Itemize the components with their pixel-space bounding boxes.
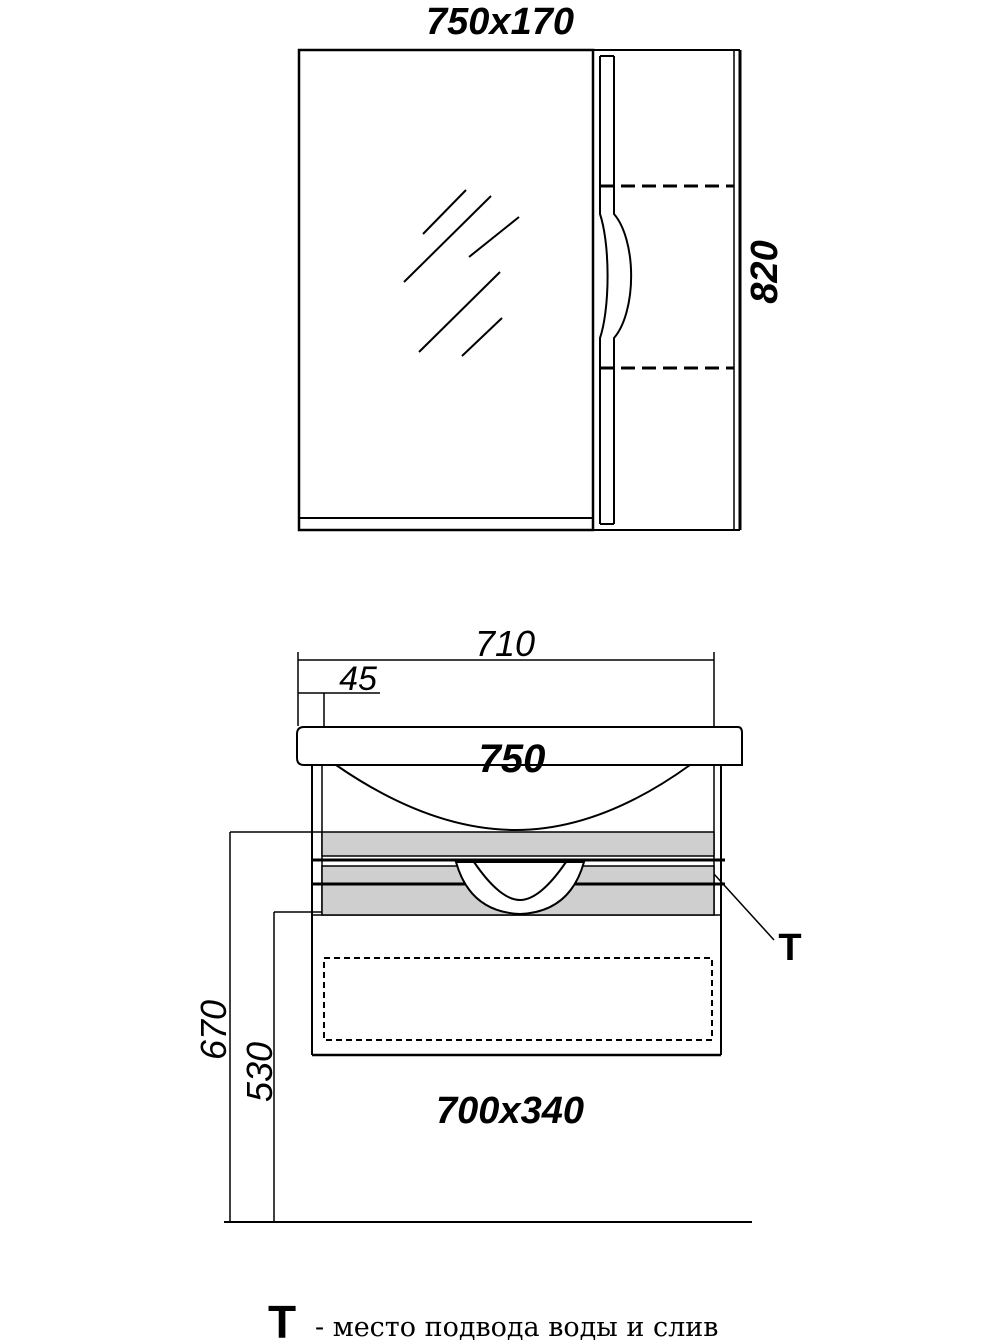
- height-bottom-label: 530: [239, 1042, 280, 1102]
- marker-leader: [713, 873, 775, 941]
- mirror-reflection-lines: [403, 189, 520, 357]
- cabinet-size-label: 700x340: [436, 1090, 584, 1132]
- mirror-cabinet: 750x170 820: [297, 1, 786, 532]
- legend-text: - место подвода воды и слив: [315, 1312, 718, 1340]
- mirror-panel: [297, 48, 595, 532]
- width-dimension: [297, 652, 715, 726]
- mirror-side-shelves: [593, 49, 742, 531]
- drawer-outline: [323, 957, 713, 1041]
- legend: T - место подвода воды и слив: [268, 1296, 718, 1340]
- height-total-label: 670: [193, 1000, 234, 1060]
- basin-bowl: [335, 764, 691, 832]
- vanity-unit: 710 45 750: [193, 623, 802, 1223]
- mirror-size-label: 750x170: [426, 1, 574, 43]
- cabinet-shelves: [312, 831, 725, 916]
- mirror-height-label: 820: [744, 240, 786, 303]
- marker-label: T: [778, 927, 801, 969]
- width-label: 710: [475, 623, 535, 664]
- basin-label: 750: [479, 737, 546, 781]
- offset-dimension: [298, 692, 380, 726]
- countertop: [296, 726, 743, 766]
- height-dimensions: [224, 831, 752, 1223]
- offset-label: 45: [339, 660, 377, 698]
- legend-symbol: T: [268, 1296, 296, 1340]
